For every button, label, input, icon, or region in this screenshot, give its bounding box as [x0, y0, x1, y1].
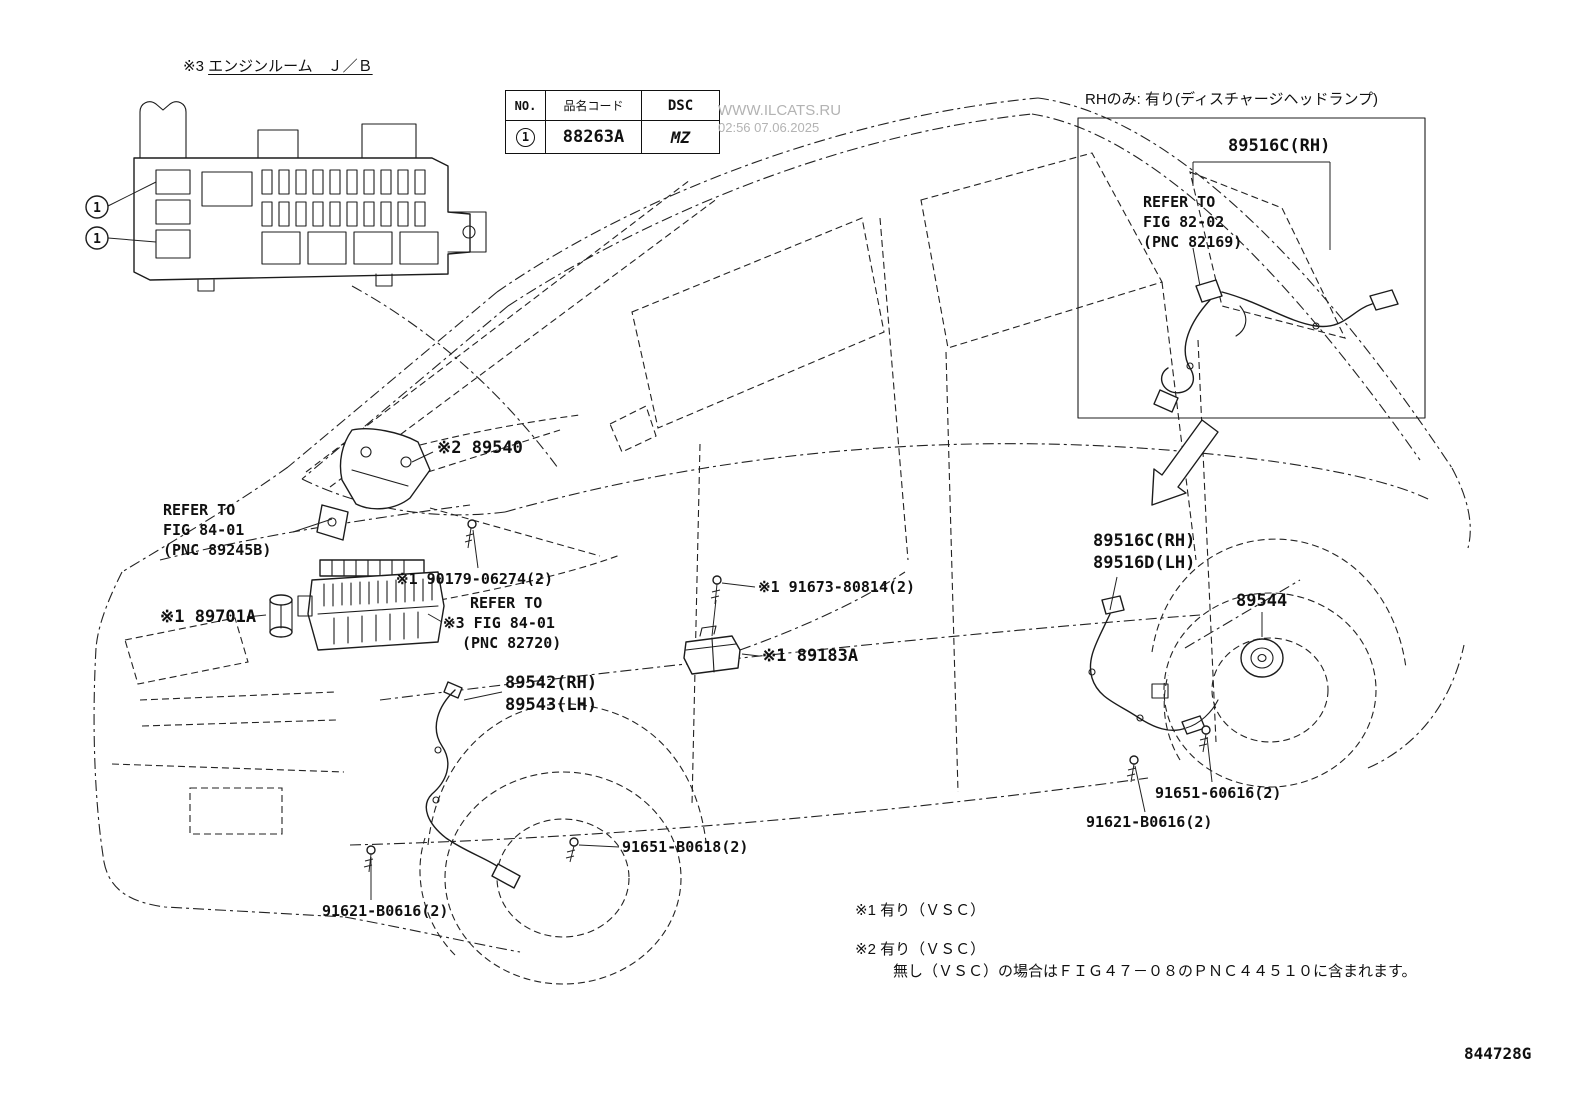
- label-91621-b0616-front: 91621-B0616(2): [322, 902, 449, 920]
- bolt-91621-b0616-front-icon: [363, 845, 376, 873]
- footnote-2-detail: 無し（ＶＳＣ）の場合はＦＩＧ４７－０８のＰＮＣ４４５１０に含まれます。: [893, 963, 1417, 980]
- label-89516c-rh: 89516C(RH): [1093, 531, 1196, 551]
- table-header-code: 品名コード: [545, 90, 642, 121]
- jb-title-text: エンジンルーム Ｊ／Ｂ: [208, 58, 373, 75]
- inset-refer-line3: (PNC 82169): [1143, 233, 1243, 251]
- label-91673-80814: ※1 91673-80814(2): [758, 578, 916, 596]
- label-89183a: ※1 89183A: [762, 646, 859, 666]
- inset-pointer-arrow: [1151, 419, 1219, 506]
- label-91621-b0616-rear: 91621-B0616(2): [1086, 813, 1213, 831]
- rear-speed-sensor-cable: [1088, 595, 1219, 735]
- inset-box: [1077, 117, 1426, 419]
- bolt-91651-60616-icon: [1198, 725, 1211, 753]
- front-speed-sensor-cable: [425, 681, 521, 889]
- table-header-row: NO. 品名コード DSC: [505, 90, 720, 121]
- bolt-90179-icon: [464, 519, 477, 549]
- skid-control-ecu-89540: [316, 428, 431, 541]
- drawing-number: 844728G: [1464, 1044, 1532, 1063]
- jb-callout-top-number: 1: [93, 201, 101, 216]
- table-cell-code: 88263A: [545, 120, 642, 154]
- label-91651-b0618: 91651-B0618(2): [622, 838, 749, 856]
- label-90179-06274: ※1 90179-06274(2): [396, 570, 554, 588]
- inset-part-label: 89516C(RH): [1228, 136, 1331, 156]
- label-refer-82720-line2: ※3 FIG 84-01: [443, 614, 555, 632]
- label-refer-82720-line1: REFER TO: [470, 594, 543, 612]
- label-refer-89245b: REFER TO FIG 84-01 (PNC 89245B): [163, 500, 271, 560]
- label-front-speed-sensor: 89542(RH) 89543(LH): [505, 672, 597, 716]
- label-89540: ※2 89540: [437, 438, 523, 458]
- jb-callout-bottom-number: 1: [93, 232, 101, 247]
- relay-block-82720: [297, 559, 445, 651]
- label-91651-60616: 91651-60616(2): [1155, 784, 1282, 802]
- bolt-91673-icon: [710, 575, 722, 605]
- table-header-dsc: DSC: [641, 90, 720, 121]
- vehicle-outline: [93, 97, 1471, 985]
- watermark: WWW.ILCATS.RU 02:56 07.06.2025: [718, 102, 841, 136]
- table-header-no: NO.: [505, 90, 546, 121]
- part-info-table: NO. 品名コード DSC 1 88263A MZ: [505, 90, 720, 154]
- sensor-rotor-89544: [1240, 638, 1284, 678]
- table-cell-no: 1: [505, 120, 546, 154]
- inset-refer-note: REFER TO FIG 82-02 (PNC 82169): [1143, 192, 1242, 252]
- jb-callout-bottom: 1: [85, 226, 109, 250]
- footnote-2: ※2 有り（ＶＳＣ）: [855, 941, 986, 958]
- label-89701a: ※1 89701A: [160, 607, 257, 627]
- refer-89245b-line2: FIG 84-01: [163, 521, 245, 539]
- watermark-line2: 02:56 07.06.2025: [718, 120, 820, 135]
- watermark-line1: WWW.ILCATS.RU: [718, 102, 842, 119]
- label-89542-rh: 89542(RH): [505, 673, 598, 693]
- label-89544: 89544: [1236, 591, 1288, 611]
- bolt-91651-b0618-icon: [565, 837, 579, 863]
- junction-block-title: ※3 エンジンルーム Ｊ／Ｂ: [183, 55, 373, 76]
- leader-lines: [246, 451, 1263, 900]
- bolt-91621-b0616-rear-icon: [1126, 755, 1139, 783]
- sensor-89183a: [683, 625, 741, 675]
- inset-sensor-cable: [1153, 279, 1399, 413]
- label-89543-lh: 89543(LH): [505, 695, 598, 715]
- inset-title: RHのみ: 有り(ディスチャージヘッドランプ): [1085, 91, 1379, 108]
- refer-89245b-line3: (PNC 89245B): [163, 541, 272, 559]
- circled-number: 1: [516, 127, 535, 147]
- table-cell-dsc: MZ: [641, 120, 720, 154]
- footnote-1: ※1 有り（ＶＳＣ）: [855, 902, 986, 919]
- inset-refer-line1: REFER TO: [1143, 193, 1216, 211]
- inset-refer-line2: FIG 82-02: [1143, 213, 1225, 231]
- jb-title-prefix: ※3: [183, 58, 209, 75]
- label-89516d-lh: 89516D(LH): [1093, 553, 1196, 573]
- jb-callout-top: 1: [85, 195, 109, 219]
- junction-block-drawing: [107, 101, 487, 292]
- refer-89245b-line1: REFER TO: [163, 501, 236, 519]
- label-refer-82720-line3: (PNC 82720): [462, 634, 562, 652]
- label-rear-speed-sensor: 89516C(RH) 89516D(LH): [1093, 530, 1195, 574]
- table-data-row: 1 88263A MZ: [505, 120, 720, 154]
- sensor-89701a: [269, 594, 293, 638]
- junction-block-fuses: [155, 169, 439, 265]
